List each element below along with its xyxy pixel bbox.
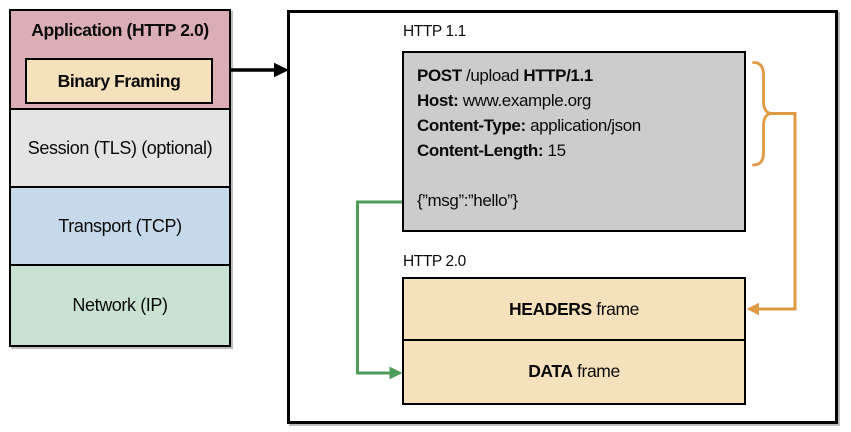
- stack-to-panel-arrow: [231, 62, 289, 78]
- network-label: Network (IP): [72, 294, 168, 315]
- request-line: Content-Length: 15: [417, 138, 736, 163]
- request-body: {”msg”:”hello”}: [417, 191, 518, 210]
- session-label: Session (TLS) (optional): [27, 137, 213, 158]
- request-line: Host: www.example.org: [417, 88, 736, 113]
- header-value: application/json: [525, 116, 641, 135]
- binary-framing-box: Binary Framing: [25, 58, 213, 104]
- layer-application: Application (HTTP 2.0) Binary Framing: [9, 9, 231, 110]
- header-name: Host:: [417, 91, 459, 110]
- request-line: POST /upload HTTP/1.1: [417, 63, 736, 88]
- http11-request-box: POST /upload HTTP/1.1 Host: www.example.…: [402, 51, 746, 232]
- data-frame-row: DATA frame: [402, 338, 746, 405]
- request-version: HTTP/1.1: [523, 66, 593, 85]
- application-label: Application (HTTP 2.0): [31, 20, 209, 40]
- header-name: Content-Length:: [417, 141, 544, 160]
- header-value: www.example.org: [458, 91, 592, 110]
- header-value: 15: [543, 141, 567, 160]
- headers-frame-row: HEADERS frame: [402, 277, 746, 341]
- headers-frame-label: HEADERS frame: [509, 298, 639, 319]
- layer-network: Network (IP): [9, 263, 231, 347]
- frames-stack: HEADERS frame DATA frame: [402, 277, 746, 405]
- protocol-stack: Application (HTTP 2.0) Binary Framing Se…: [9, 9, 231, 347]
- binary-framing-label: Binary Framing: [57, 70, 181, 91]
- data-frame-label: DATA frame: [528, 361, 620, 381]
- framing-panel: HTTP 1.1 POST /upload HTTP/1.1 Host: www…: [287, 10, 838, 424]
- header-name: Content-Type:: [417, 116, 526, 135]
- http11-label: HTTP 1.1: [403, 23, 466, 40]
- request-path: /upload: [461, 66, 524, 85]
- http20-label: HTTP 2.0: [403, 253, 466, 270]
- request-method: POST: [417, 66, 462, 85]
- transport-label: Transport (TCP): [58, 215, 182, 236]
- layer-session: Session (TLS) (optional): [9, 107, 231, 189]
- request-line: Content-Type: application/json: [417, 113, 736, 138]
- layer-transport: Transport (TCP): [9, 186, 231, 266]
